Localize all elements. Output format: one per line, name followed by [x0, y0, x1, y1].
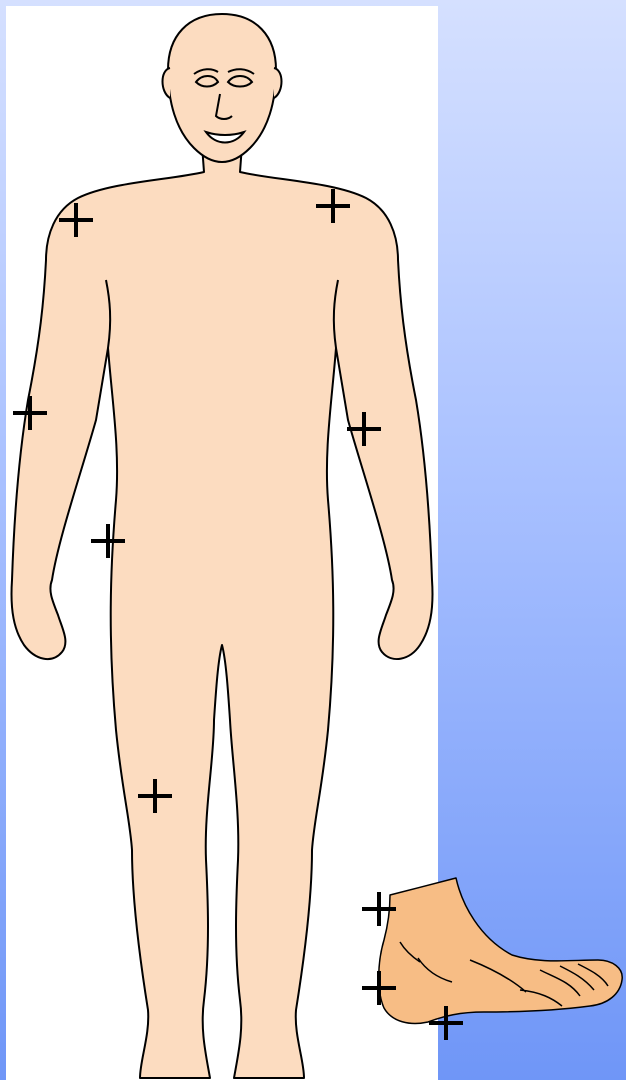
- left-ear: [163, 68, 171, 98]
- foot-illustration: [379, 878, 622, 1023]
- body-outline: [12, 145, 433, 1078]
- human-body-figure: [12, 14, 433, 1078]
- right-ear: [274, 68, 282, 98]
- foot-outline: [379, 878, 622, 1023]
